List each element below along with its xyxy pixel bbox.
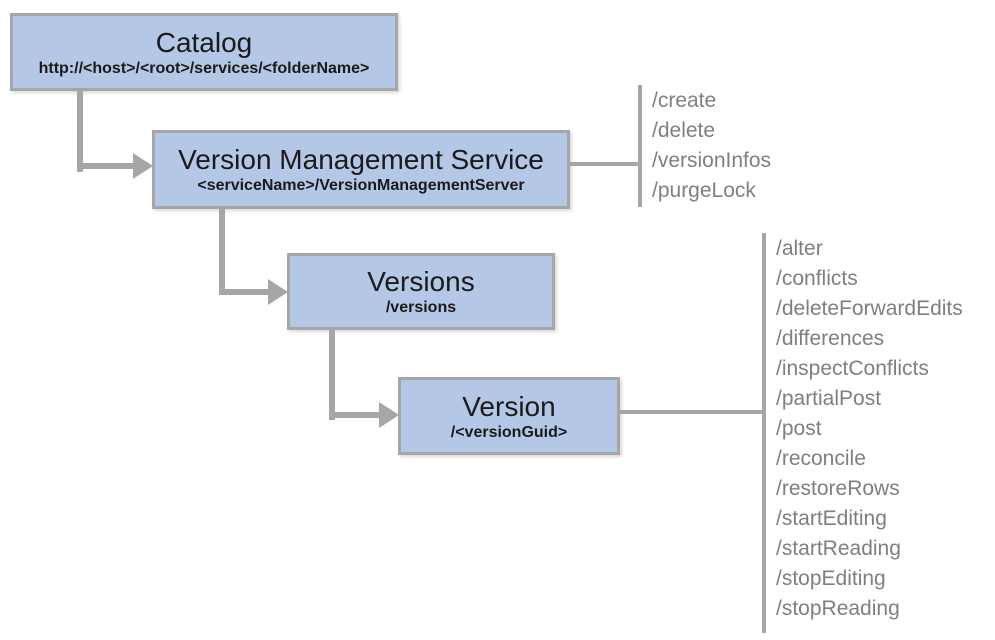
operation-item: /alter <box>776 237 823 260</box>
node-title: Version <box>462 390 556 422</box>
operation-item: /differences <box>776 327 885 350</box>
operation-item: /post <box>776 417 822 440</box>
operations-list-version-management-service: /create /delete /versionInfos /purgeLock <box>652 86 771 206</box>
connector-catalog-to-vms-vertical <box>77 90 83 172</box>
bracket-version-operations-vertical <box>762 233 766 633</box>
node-catalog: Catalog http://<host>/<root>/services/<f… <box>10 13 398 91</box>
operation-item: /deleteForwardEdits <box>776 297 963 320</box>
operation-item: /conflicts <box>776 267 858 290</box>
operation-item: /purgeLock <box>652 179 756 202</box>
node-version: Version /<versionGuid> <box>398 377 620 455</box>
node-subtitle: http://<host>/<root>/services/<folderNam… <box>38 59 370 77</box>
node-subtitle: /<versionGuid> <box>450 423 568 441</box>
operation-item: /versionInfos <box>652 149 772 172</box>
bracket-vms-operations-horizontal <box>570 162 641 166</box>
operation-item: /restoreRows <box>776 477 900 500</box>
node-title: Catalog <box>155 26 253 58</box>
operation-item: /reconcile <box>776 447 866 470</box>
operation-item: /inspectConflicts <box>776 357 929 380</box>
node-subtitle: <serviceName>/VersionManagementServer <box>197 177 525 194</box>
arrowhead-icon <box>133 153 153 179</box>
operations-list-version: /alter /conflicts /deleteForwardEdits /d… <box>776 234 963 624</box>
bracket-vms-operations-vertical <box>638 85 642 207</box>
node-version-management-service: Version Management Service <serviceName>… <box>152 130 570 209</box>
operation-item: /stopReading <box>776 597 900 620</box>
connector-vms-to-versions-vertical <box>219 209 225 295</box>
arrowhead-icon <box>268 279 288 305</box>
node-versions: Versions /versions <box>287 253 555 330</box>
connector-versions-to-version-vertical <box>329 330 335 420</box>
connector-versions-to-version-horizontal <box>329 412 381 418</box>
operation-item: /delete <box>652 119 716 142</box>
operation-item: /stopEditing <box>776 567 886 590</box>
operation-item: /create <box>652 89 717 112</box>
operation-item: /startReading <box>776 537 901 560</box>
node-subtitle: /versions <box>385 299 457 316</box>
node-title: Versions <box>367 266 475 297</box>
operation-item: /startEditing <box>776 507 887 530</box>
arrowhead-icon <box>379 402 399 428</box>
connector-catalog-to-vms-horizontal <box>77 163 135 169</box>
node-title: Version Management Service <box>178 144 544 175</box>
bracket-version-operations-horizontal <box>619 410 766 414</box>
connector-vms-to-versions-horizontal <box>219 289 271 295</box>
operation-item: /partialPost <box>776 387 882 410</box>
